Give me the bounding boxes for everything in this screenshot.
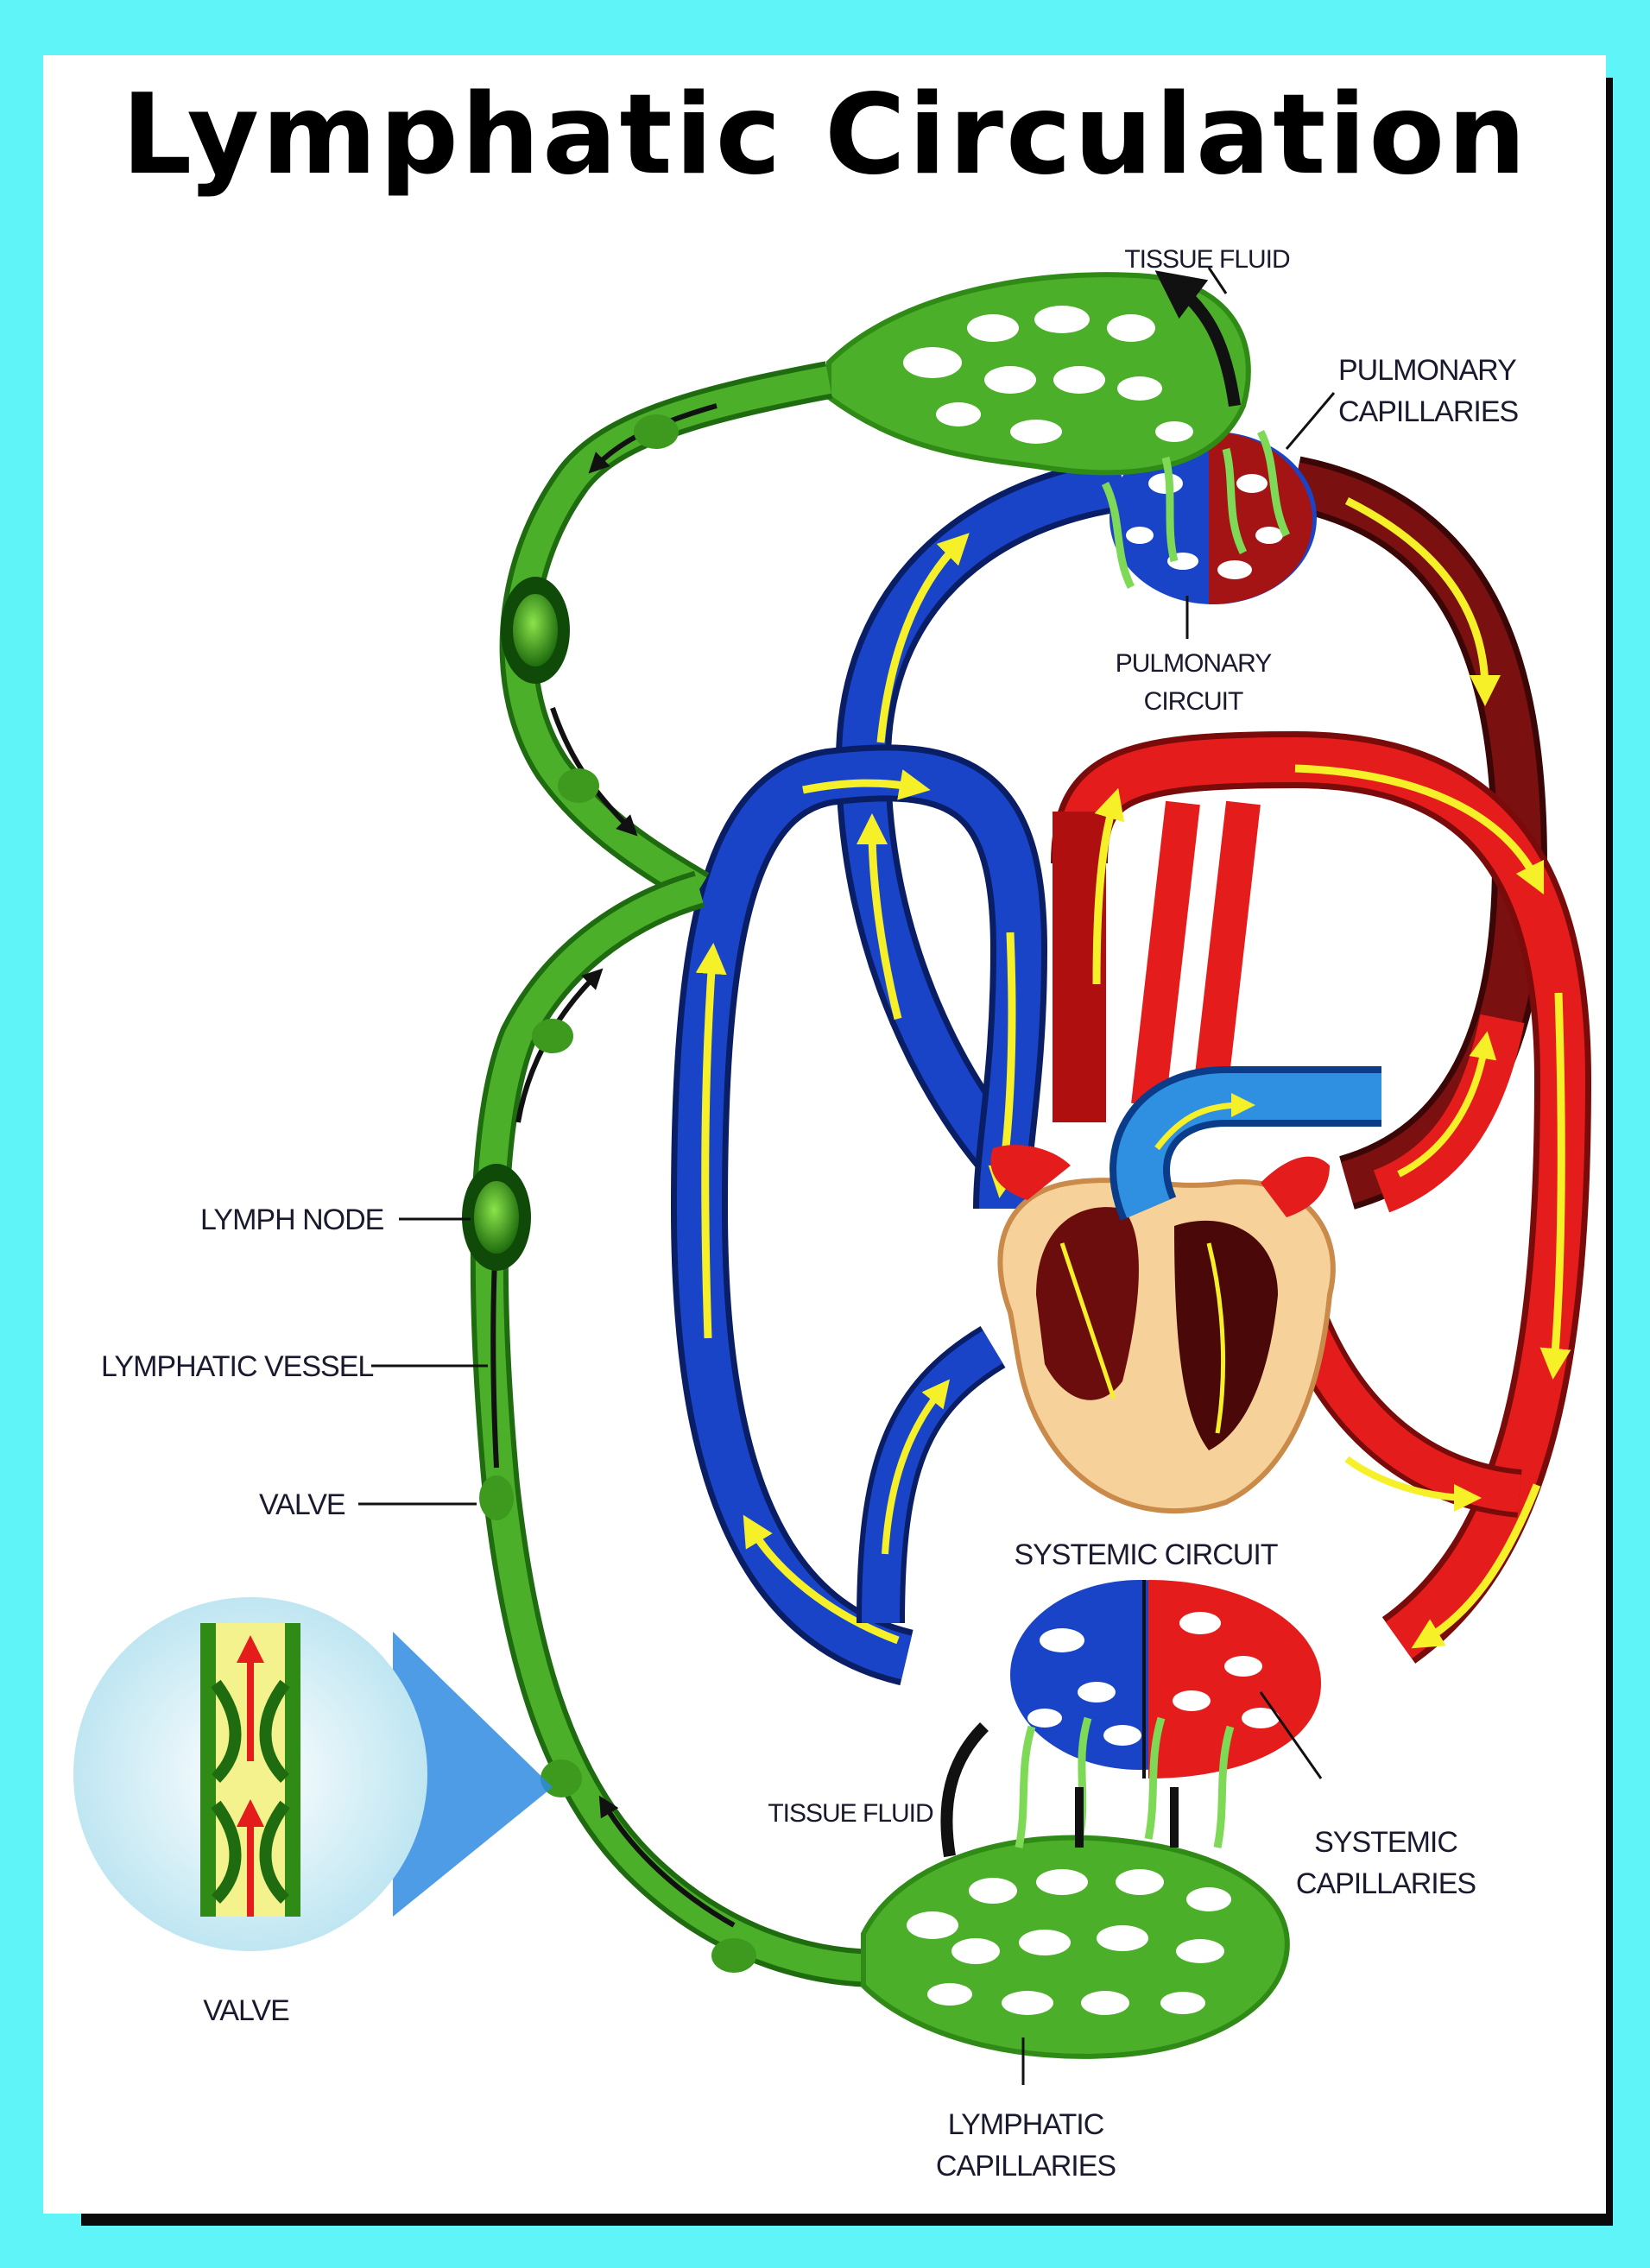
systemic-capillary-bed: [1010, 1580, 1321, 1778]
label-lymph-node: LYMPH NODE: [200, 1203, 384, 1236]
label-pulmonary-capillaries-2: CAPILLARIES: [1338, 395, 1519, 428]
page-title: Lymphatic Circulation: [121, 71, 1529, 199]
lymphatic-system: [462, 272, 1291, 2059]
label-lymphatic-capillaries-1: LYMPHATIC: [948, 2108, 1104, 2141]
systemic-loop: [670, 730, 1592, 1686]
leader-lines: [358, 267, 1336, 2085]
label-lymphatic-vessel: LYMPHATIC VESSEL: [101, 1350, 373, 1383]
label-tissue-fluid-top: TISSUE FLUID: [1124, 245, 1290, 274]
label-systemic-circuit: SYSTEMIC CIRCUIT: [1014, 1538, 1277, 1571]
label-pulmonary-circuit-2: CIRCUIT: [1144, 687, 1243, 716]
label-valve: VALVE: [259, 1488, 345, 1521]
label-systemic-capillaries-2: CAPILLARIES: [1296, 1867, 1476, 1900]
label-tissue-fluid-bottom: TISSUE FLUID: [768, 1799, 933, 1828]
pulmonary-capillary-bed: [1109, 432, 1317, 604]
label-pulmonary-capillaries-1: PULMONARY: [1338, 354, 1516, 387]
valve-inset: [73, 1597, 553, 1951]
heart: [990, 1066, 1381, 1514]
label-lymphatic-capillaries-2: CAPILLARIES: [936, 2150, 1116, 2183]
tissue-fluid-arrow-top: [1154, 270, 1241, 407]
tissue-fluid-arrow-bottom: [940, 1722, 989, 1858]
label-valve-inset: VALVE: [203, 1994, 289, 2027]
label-pulmonary-circuit-1: PULMONARY: [1116, 649, 1272, 678]
label-systemic-capillaries-1: SYSTEMIC: [1314, 1826, 1457, 1859]
labels: TISSUE FLUID PULMONARY CAPILLARIES PULMO…: [101, 245, 1520, 2183]
